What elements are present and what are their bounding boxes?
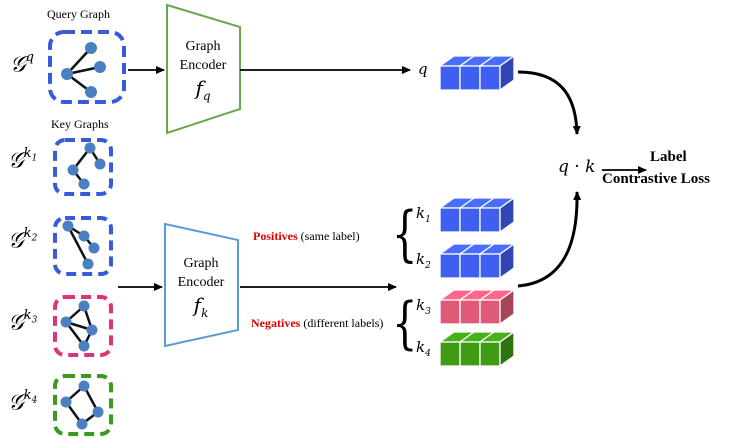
dot-product-label: q · k <box>558 157 596 177</box>
loss-line1: Label <box>650 149 687 165</box>
encoder-k-line2: Encoder <box>177 275 225 290</box>
graph-symbol: 𝒢 <box>8 310 24 336</box>
graph-sub: 1 <box>31 153 38 164</box>
key-graph-4-symbol: 𝒢k4 <box>8 388 38 416</box>
graph-symbol: 𝒢 <box>8 228 24 254</box>
emb-sub: 4 <box>425 349 431 359</box>
negatives-rest: (different labels) <box>300 316 384 330</box>
k3-embedding-front-cell <box>439 299 461 325</box>
key-graphs-title: Key Graphs <box>51 117 109 131</box>
key-graph-2-symbol: 𝒢k2 <box>8 226 38 254</box>
q-embedding-front-cell <box>479 65 501 91</box>
q-label: q <box>418 60 428 78</box>
query-graph-title: Query Graph <box>47 7 110 21</box>
graph-sup: k <box>23 388 32 403</box>
q-embedding-front-cell <box>459 65 481 91</box>
emb-label: k <box>416 204 426 222</box>
k1-embedding-front-cell <box>459 207 481 233</box>
q-embedding-front-cell <box>439 65 461 91</box>
k3-embedding-front-cell <box>479 299 501 325</box>
loss-line2: Contrastive Loss <box>602 171 710 187</box>
k3-embedding-side <box>499 288 515 326</box>
encoder-q-line2: Encoder <box>179 58 227 73</box>
k3-embedding <box>437 288 517 326</box>
arrow-k-to-dot <box>517 191 582 288</box>
encoder-q-symbol: f <box>195 76 203 100</box>
graph-symbol: 𝒢 <box>8 148 24 174</box>
encoder-q-shape <box>166 3 241 135</box>
graph-symbol: 𝒢 <box>8 390 24 416</box>
emb-sub: 1 <box>425 215 431 225</box>
positives-label: Positives (same label) <box>253 229 360 244</box>
encoder-k-sub: k <box>201 306 209 320</box>
key-graph-2-box <box>53 216 113 276</box>
emb-sub: 3 <box>425 307 431 317</box>
k1-label: k1 <box>416 204 431 225</box>
key-graph-3 <box>60 300 98 352</box>
encoder-q-label: Graph Encoder fq <box>168 37 238 106</box>
k1-embedding <box>437 196 517 234</box>
k4-embedding-front-cell <box>459 341 481 367</box>
query-graph <box>61 42 106 98</box>
encoder-k-shape <box>164 222 239 348</box>
k4-embedding-side <box>499 330 515 368</box>
key-graph-3-symbol: 𝒢k3 <box>8 308 38 336</box>
k2-embedding-front-cell <box>479 253 501 279</box>
k1-embedding-front-cell <box>479 207 501 233</box>
key-graph-2 <box>62 220 100 270</box>
emb-sub: 2 <box>425 261 431 271</box>
positives-bold: Positives <box>253 229 298 243</box>
graph-sup: q <box>25 50 34 65</box>
key-graph-1-box <box>53 138 113 196</box>
graph-symbol: 𝒢 <box>10 52 26 78</box>
negatives-label: Negatives (different labels) <box>251 316 383 331</box>
key-graph-1 <box>67 142 106 190</box>
k2-embedding-front-cell <box>459 253 481 279</box>
positives-rest: (same label) <box>297 229 360 243</box>
negatives-bold: Negatives <box>251 316 301 330</box>
k2-embedding <box>437 242 517 280</box>
emb-label: k <box>416 296 426 314</box>
graph-sup: k <box>23 226 32 241</box>
k1-embedding-side <box>499 196 515 234</box>
graph-sub: 4 <box>31 395 38 406</box>
k2-embedding-side <box>499 242 515 280</box>
emb-label: k <box>416 338 426 356</box>
k4-embedding-front-cell <box>479 341 501 367</box>
encoder-q-sub: q <box>202 89 211 103</box>
k1-embedding-front-cell <box>439 207 461 233</box>
k4-label: k4 <box>416 338 431 359</box>
encoder-q-line1: Graph <box>185 39 221 54</box>
positives-brace: { <box>392 200 418 269</box>
encoder-k-symbol: f <box>193 293 202 317</box>
k3-label: k3 <box>416 296 431 317</box>
key-graph-3-box <box>53 295 113 357</box>
k4-embedding-front-cell <box>439 341 461 367</box>
negatives-brace: { <box>392 292 418 357</box>
query-graph-symbol: 𝒢q <box>10 50 34 78</box>
q-embedding-side <box>499 54 515 92</box>
k2-embedding-front-cell <box>439 253 461 279</box>
q-embedding <box>437 54 517 92</box>
graph-sub: 3 <box>31 315 38 326</box>
graph-sup: k <box>23 308 32 323</box>
key-graph-1-symbol: 𝒢k1 <box>8 146 38 174</box>
encoder-k-label: Graph Encoder fk <box>166 254 236 323</box>
graph-sub: 2 <box>31 233 38 244</box>
key-graph-4-box <box>53 374 113 436</box>
emb-label: k <box>416 250 426 268</box>
k2-label: k2 <box>416 250 431 271</box>
key-graph-4 <box>60 380 104 430</box>
encoder-k-line1: Graph <box>183 256 219 271</box>
graph-sup: k <box>23 146 32 161</box>
k4-embedding <box>437 330 517 368</box>
k3-embedding-front-cell <box>459 299 481 325</box>
arrow-q-to-dot <box>517 70 581 135</box>
query-graph-box <box>48 30 126 104</box>
embeddings-group <box>437 54 517 368</box>
